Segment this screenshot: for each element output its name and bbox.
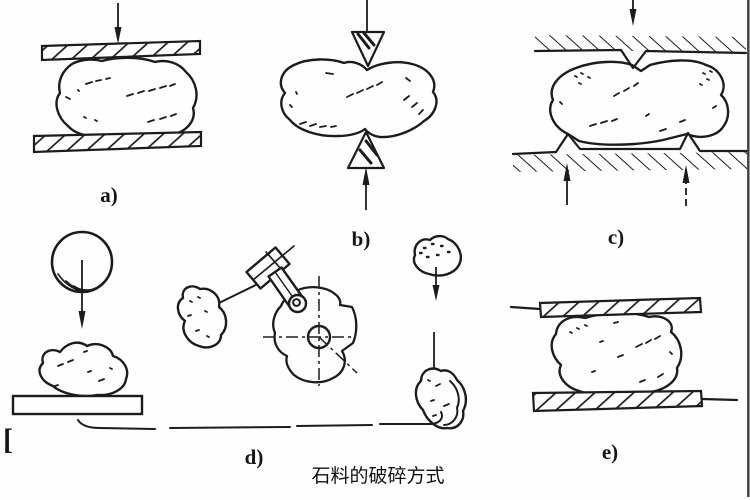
toothed-surface-top — [533, 35, 748, 70]
rock — [279, 58, 438, 139]
hammer — [245, 245, 308, 314]
rock-texture — [569, 321, 673, 383]
force-arrow-down-icon — [114, 3, 122, 44]
rock-texture — [65, 77, 177, 123]
diagram-b-splitting: b) — [279, 0, 438, 251]
force-arrow-up-right-icon — [682, 165, 690, 206]
ground-line — [77, 411, 443, 430]
rock-texture — [427, 379, 450, 417]
rotor-disc — [272, 286, 358, 384]
label-e: e) — [602, 440, 618, 464]
diagram-c-breaking: c) — [511, 0, 750, 249]
press-plate-bottom — [32, 130, 203, 154]
label-d: d) — [245, 445, 264, 469]
center-lines — [263, 276, 358, 386]
rock — [549, 59, 730, 146]
press-plate-top — [40, 39, 202, 62]
label-b: b) — [352, 227, 371, 251]
diagram-d-impact: d) — [11, 230, 468, 469]
rock-texture — [559, 70, 717, 132]
force-arrow-up-icon — [362, 167, 370, 210]
fall-arrow-icon — [432, 267, 440, 301]
label-a: a) — [100, 183, 118, 207]
toothed-surface-bottom — [511, 131, 750, 172]
rock-texture — [187, 296, 210, 338]
ball-drop-arrow-icon — [78, 260, 86, 329]
diagram-e-grinding: e) — [509, 296, 739, 464]
rock — [55, 56, 198, 141]
rock-texture — [54, 350, 113, 387]
label-c: c) — [608, 225, 624, 249]
diagram-a-compression: a) — [32, 3, 203, 207]
wedge-top — [350, 30, 386, 68]
rock-texture — [418, 242, 451, 259]
force-arrow-up-left-icon — [563, 163, 571, 205]
figure-caption: 石料的破碎方式 — [311, 465, 444, 487]
shear-line-right — [700, 397, 739, 402]
rock — [550, 311, 683, 398]
anvil-plate — [11, 394, 144, 416]
rock-struck-by-hammer — [176, 285, 228, 349]
stray-bracket-text: [ — [3, 423, 13, 456]
force-arrow-down-icon — [629, 0, 637, 26]
press-plate-top — [538, 296, 703, 319]
press-plate-bottom — [531, 389, 704, 413]
rock-on-anvil — [38, 341, 129, 398]
rock-texture — [289, 72, 424, 128]
shear-line-left — [509, 305, 542, 311]
